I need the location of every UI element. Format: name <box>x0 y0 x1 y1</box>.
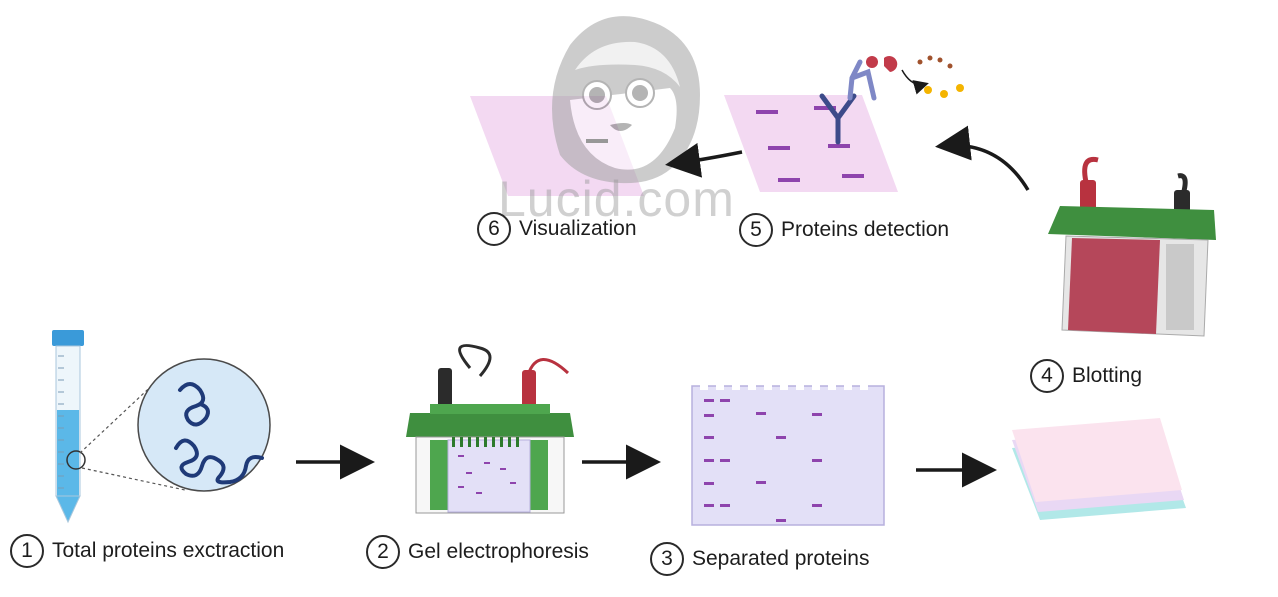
step-1-text: Total proteins exctraction <box>52 539 285 562</box>
step-4-label: 4 Blotting <box>1030 359 1142 393</box>
detection-membrane <box>724 95 898 192</box>
step-5-number: 5 <box>739 213 773 247</box>
step-2-text: Gel electrophoresis <box>408 540 589 563</box>
antibody-icon <box>819 55 964 145</box>
step-1-number: 1 <box>10 534 44 568</box>
step-3-label: 3 Separated proteins <box>650 542 869 576</box>
step-6-text: Visualization <box>519 217 637 240</box>
membrane-stack-icon <box>1012 418 1186 520</box>
step-1-label: 1 Total proteins exctraction <box>10 534 284 568</box>
step-6-label: 6 Visualization <box>477 212 637 246</box>
separated-proteins-gel <box>691 383 885 526</box>
flow-arrows <box>296 125 1030 488</box>
arrow-5-to-6 <box>665 142 743 178</box>
blotting-apparatus-icon <box>1048 156 1216 337</box>
electrophoresis-apparatus-icon <box>406 344 574 514</box>
falcon-tube-icon <box>52 330 186 524</box>
step-2-number: 2 <box>366 535 400 569</box>
watermark-text: Lucid.com <box>498 171 735 227</box>
step-3-number: 3 <box>650 542 684 576</box>
step-3-text: Separated proteins <box>692 547 870 570</box>
step-5-label: 5 Proteins detection <box>739 213 949 247</box>
protein-zoom-circle <box>137 358 271 492</box>
arrow-4-to-5 <box>935 125 1030 191</box>
step-4-text: Blotting <box>1072 364 1143 387</box>
step-4-number: 4 <box>1030 359 1064 393</box>
step-2-label: 2 Gel electrophoresis <box>366 535 589 569</box>
watermark-logo <box>552 16 700 184</box>
step-6-number: 6 <box>477 212 511 246</box>
step-5-text: Proteins detection <box>781 218 950 241</box>
